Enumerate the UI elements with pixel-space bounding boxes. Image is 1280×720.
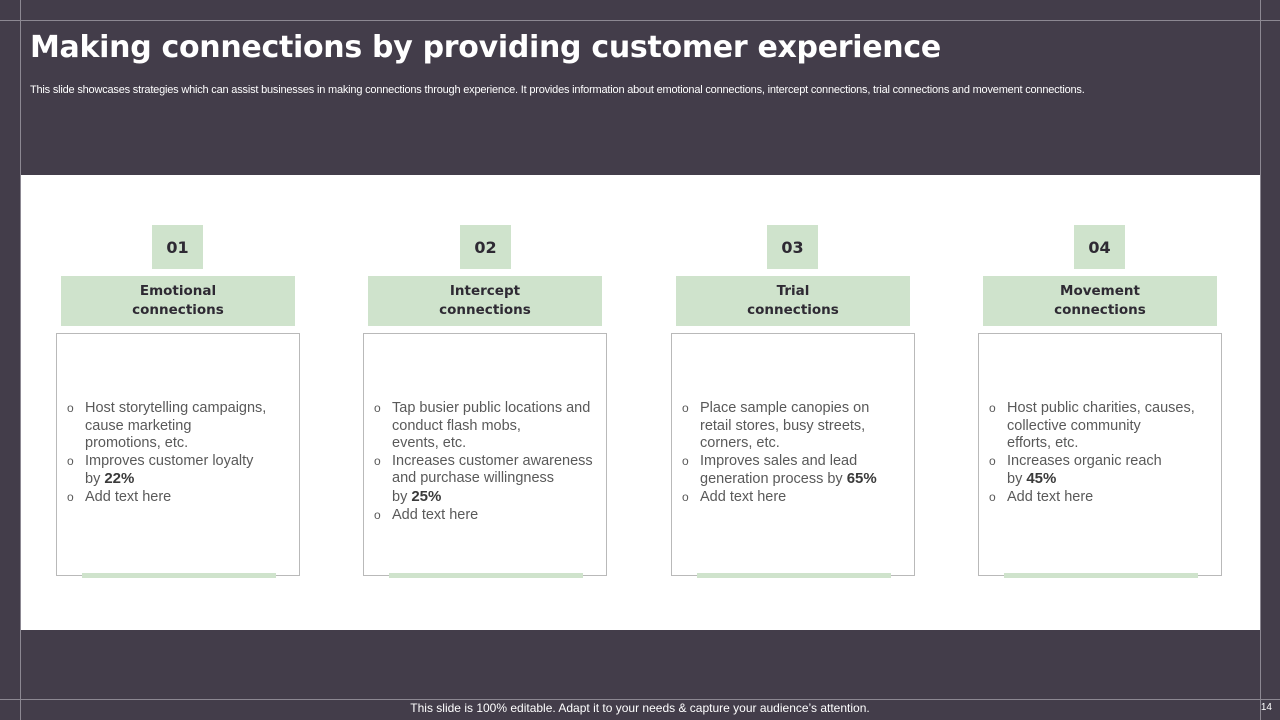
bullet-text: by <box>392 488 412 505</box>
circle-bullet-icon: o <box>67 489 74 504</box>
column-intercept: 02 Intercept connections o Tap busier pu… <box>363 175 609 630</box>
bullet-item[interactable]: o Add text here <box>374 507 604 525</box>
circle-bullet-icon: o <box>989 401 996 415</box>
circle-bullet-icon: o <box>67 401 74 415</box>
footer-note: This slide is 100% editable. Adapt it to… <box>410 701 870 715</box>
heading-line: Emotional <box>139 283 217 299</box>
heading-line: connections <box>439 302 531 318</box>
content-card[interactable]: o Host public charities, causes, collect… <box>978 333 1222 578</box>
bullet-line: Add text here <box>85 488 172 505</box>
stat-value: 22% <box>104 470 135 488</box>
bullet-list: o Host storytelling campaigns, cause mar… <box>67 400 297 507</box>
number-badge[interactable]: 04 <box>1074 225 1125 269</box>
heading-line: Intercept <box>449 283 521 299</box>
bullet-line: Add text here <box>392 506 479 523</box>
bullet-line: Host public charities, causes, <box>1007 400 1195 416</box>
circle-bullet-icon: o <box>682 489 689 504</box>
bullet-item[interactable]: o Place sample canopies on retail stores… <box>682 400 912 453</box>
bullet-text: by <box>1007 471 1027 488</box>
circle-bullet-icon: o <box>67 453 74 468</box>
circle-bullet-icon: o <box>989 453 996 468</box>
bullet-line: by 45% <box>1007 470 1219 489</box>
circle-bullet-icon: o <box>989 489 996 504</box>
circle-bullet-icon: o <box>374 507 381 522</box>
card-accent-bar <box>1004 573 1198 578</box>
card-accent-bar <box>82 573 276 578</box>
column-heading[interactable]: Emotional connections <box>61 276 295 326</box>
heading-line: Movement <box>1060 283 1140 299</box>
bullet-line: promotions, etc. <box>85 435 189 452</box>
stat-value: 25% <box>411 487 442 505</box>
bullet-line: Improves sales and lead <box>700 452 858 469</box>
slide-title[interactable]: Making connections by providing customer… <box>30 30 941 65</box>
bullet-line: Place sample canopies on <box>700 400 870 416</box>
bullet-line: cause marketing <box>85 417 192 434</box>
frame-line-bottom <box>0 699 1280 700</box>
frame-line-left <box>20 0 21 720</box>
bullet-item[interactable]: o Host public charities, causes, collect… <box>989 400 1219 453</box>
page-number: 14 <box>1260 702 1272 713</box>
bullet-item[interactable]: o Improves sales and lead generation pro… <box>682 453 912 489</box>
heading-line: connections <box>747 302 839 318</box>
number-badge[interactable]: 01 <box>152 225 203 269</box>
circle-bullet-icon: o <box>374 453 381 468</box>
frame-line-right <box>1260 0 1261 720</box>
column-heading[interactable]: Trial connections <box>676 276 910 326</box>
stat-value: 65% <box>846 470 877 488</box>
frame-line-top <box>0 20 1280 21</box>
heading-line: connections <box>132 302 224 318</box>
bullet-list: o Tap busier public locations and conduc… <box>374 400 604 524</box>
column-heading[interactable]: Intercept connections <box>368 276 602 326</box>
column-heading[interactable]: Movement connections <box>983 276 1217 326</box>
bullet-line: and purchase willingness <box>392 470 555 487</box>
bullet-line: efforts, etc. <box>1007 435 1079 452</box>
bullet-item[interactable]: o Increases organic reach by 45% <box>989 453 1219 489</box>
bullet-item[interactable]: o Host storytelling campaigns, cause mar… <box>67 400 297 453</box>
bullet-line: Tap busier public locations and <box>392 400 591 416</box>
content-card[interactable]: o Place sample canopies on retail stores… <box>671 333 915 578</box>
content-panel: 01 Emotional connections o Host storytel… <box>21 175 1260 630</box>
number-badge[interactable]: 02 <box>460 225 511 269</box>
bullet-item[interactable]: o Tap busier public locations and conduc… <box>374 400 604 453</box>
card-accent-bar <box>697 573 891 578</box>
bullet-line: Host storytelling campaigns, <box>85 400 267 416</box>
slide-subtitle[interactable]: This slide showcases strategies which ca… <box>30 84 1085 96</box>
column-movement: 04 Movement connections o Host public ch… <box>978 175 1224 630</box>
bullet-text: generation process by <box>700 471 847 488</box>
bullet-item[interactable]: o Add text here <box>682 489 912 507</box>
bullet-line: corners, etc. <box>700 435 780 452</box>
bullet-line: events, etc. <box>392 435 467 452</box>
column-emotional: 01 Emotional connections o Host storytel… <box>56 175 302 630</box>
bullet-line: by 25% <box>392 488 604 507</box>
bullet-list: o Host public charities, causes, collect… <box>989 400 1219 507</box>
bullet-line: Add text here <box>700 488 787 505</box>
bullet-item[interactable]: o Add text here <box>989 489 1219 507</box>
bullet-item[interactable]: o Add text here <box>67 489 297 507</box>
stat-value: 45% <box>1026 470 1057 488</box>
bullet-line: Add text here <box>1007 488 1094 505</box>
bullet-item[interactable]: o Improves customer loyalty by 22% <box>67 453 297 489</box>
column-trial: 03 Trial connections o Place sample cano… <box>671 175 917 630</box>
content-card[interactable]: o Host storytelling campaigns, cause mar… <box>56 333 300 578</box>
bullet-line: Improves customer loyalty <box>85 452 254 469</box>
number-badge[interactable]: 03 <box>767 225 818 269</box>
card-accent-bar <box>389 573 583 578</box>
bullet-item[interactable]: o Increases customer awareness and purch… <box>374 453 604 507</box>
bullet-line: Increases organic reach <box>1007 452 1162 469</box>
circle-bullet-icon: o <box>374 401 381 415</box>
bullet-line: by 22% <box>85 470 297 489</box>
heading-line: Trial <box>776 283 810 299</box>
bullet-line: retail stores, busy streets, <box>700 417 866 434</box>
circle-bullet-icon: o <box>682 453 689 468</box>
circle-bullet-icon: o <box>682 401 689 415</box>
bullet-line: generation process by 65% <box>700 470 912 489</box>
bullet-line: Increases customer awareness <box>392 452 593 469</box>
bullet-list: o Place sample canopies on retail stores… <box>682 400 912 507</box>
content-card[interactable]: o Tap busier public locations and conduc… <box>363 333 607 578</box>
bullet-line: conduct flash mobs, <box>392 417 521 434</box>
bullet-line: collective community <box>1007 417 1141 434</box>
heading-line: connections <box>1054 302 1146 318</box>
bullet-text: by <box>85 471 105 488</box>
